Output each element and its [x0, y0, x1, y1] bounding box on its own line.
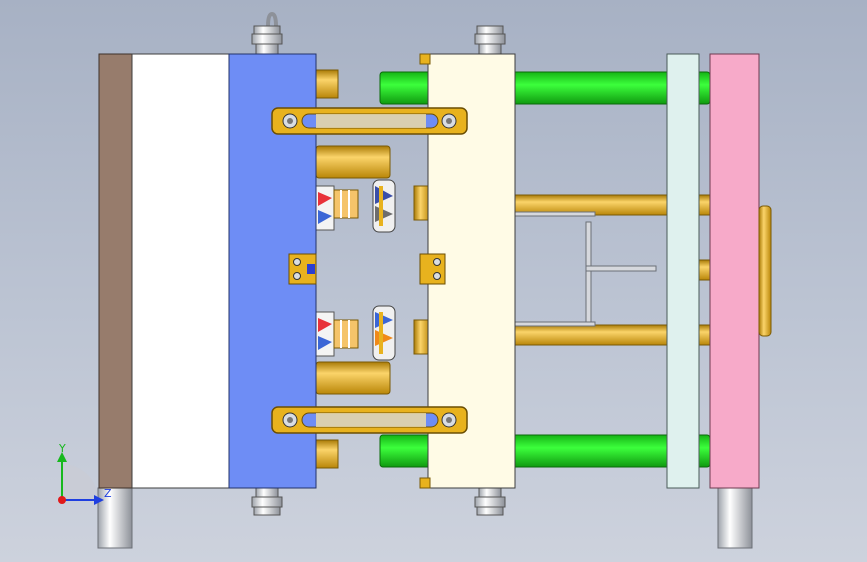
- triad-arc: [62, 464, 98, 500]
- cavity-back-plate: [131, 53, 230, 489]
- core-insert-upper: [315, 179, 396, 233]
- return-pin-lower: [514, 324, 668, 346]
- latch-block-right: [419, 253, 446, 285]
- b-plate-tab-bottom: [419, 477, 431, 489]
- sprue-sleeve-lower: [315, 361, 391, 395]
- ejector-plate: [709, 53, 760, 489]
- z-axis-dot: [58, 496, 66, 504]
- stud-upper-left: [315, 69, 339, 99]
- support-column-left: [97, 487, 133, 549]
- y-axis-arrow: [57, 452, 67, 462]
- support-column-right: [717, 487, 753, 549]
- parting-lock-upper: [271, 107, 468, 135]
- core-insert-lower: [315, 305, 396, 361]
- lifting-hook: [266, 11, 278, 27]
- locating-ring: [758, 205, 772, 337]
- pin-stub-upper: [698, 194, 712, 216]
- coordinate-triad[interactable]: Y Z: [57, 442, 112, 505]
- parting-lock-lower: [271, 406, 468, 434]
- bolt-top-right: [474, 25, 506, 55]
- ejector-rod-assembly: [514, 211, 657, 327]
- bolt-top-left: [251, 25, 283, 55]
- bolt-bottom-left: [251, 486, 283, 516]
- x-axis-arrow: [94, 495, 104, 505]
- bolt-bottom-right: [474, 486, 506, 516]
- sprue-sleeve-upper: [315, 145, 391, 179]
- z-axis-label: Z: [104, 487, 112, 500]
- b-plate-tab-top: [419, 53, 431, 65]
- latch-block-left: [288, 253, 317, 285]
- clamp-plate: [98, 53, 133, 489]
- y-axis-label: Y: [58, 442, 66, 455]
- pin-stub-middle: [698, 259, 712, 281]
- stud-lower-left: [315, 439, 339, 469]
- ejector-retainer-plate: [666, 53, 700, 489]
- pin-stub-lower: [698, 324, 712, 346]
